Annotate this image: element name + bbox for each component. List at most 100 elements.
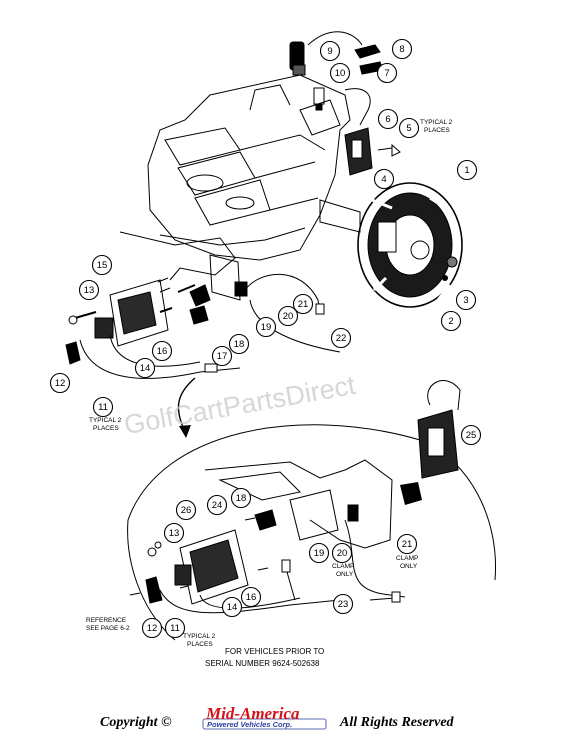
note-line: CLAMP — [396, 555, 418, 562]
callout-circle — [255, 316, 277, 338]
callout-number: 14 — [140, 363, 151, 374]
callout-24: 24 — [206, 494, 228, 516]
callout-number: 20 — [283, 311, 294, 322]
callout-7: 7 — [376, 62, 398, 84]
wiring-harness-lower — [159, 519, 406, 614]
callout-number: 17 — [217, 351, 228, 362]
callout-circle — [391, 38, 413, 60]
mount-bracket-upper — [119, 231, 241, 301]
detail-view-outline — [127, 424, 497, 641]
callout-number: 19 — [261, 322, 272, 333]
callout-circle — [230, 487, 252, 509]
callout-18: 18 — [228, 333, 250, 355]
callout-19: 19 — [308, 542, 330, 564]
callout-number: 13 — [169, 528, 180, 539]
callout-circle — [151, 340, 173, 362]
callout-3: 3 — [455, 289, 477, 311]
callout-circle — [319, 40, 341, 62]
callout-number: 13 — [84, 285, 95, 296]
note-reference: REFERENCE SEE PAGE 6-2 — [86, 617, 130, 632]
callout-circle — [175, 499, 197, 521]
watermark: GolfCartPartsDirect — [122, 370, 358, 440]
note-line: PLACES — [187, 641, 213, 648]
note-line: TYPICAL 2 — [183, 633, 216, 640]
callout-12: 12 — [49, 372, 71, 394]
callout-13: 13 — [163, 522, 185, 544]
callout-20: 20 — [277, 305, 299, 327]
logo-top-text: Mid-America — [205, 704, 300, 723]
view-arrow — [177, 377, 196, 438]
callout-circle — [221, 596, 243, 618]
callout-circle — [332, 593, 354, 615]
note-line: ONLY — [336, 571, 354, 578]
footer: Copyright © Mid-America Powered Vehicles… — [100, 704, 455, 730]
callout-circle — [455, 289, 477, 311]
note-clamp-21: CLAMP ONLY — [396, 555, 418, 570]
ignition-module-top — [344, 127, 401, 176]
callout-number: 21 — [298, 299, 309, 310]
note-typical-11-lower: TYPICAL 2 PLACES — [183, 633, 216, 648]
callout-15: 15 — [91, 254, 113, 276]
callout-circle — [292, 293, 314, 315]
callout-number: 25 — [466, 430, 477, 441]
callout-circle — [228, 333, 250, 355]
callout-6: 6 — [377, 108, 399, 130]
logo-bottom-text: Powered Vehicles Corp. — [207, 720, 292, 729]
fasteners — [129, 277, 269, 596]
callout-number: 15 — [97, 260, 108, 271]
callout-18: 18 — [230, 487, 252, 509]
serial-line: FOR VEHICLES PRIOR TO — [225, 647, 324, 656]
callout-circle — [277, 305, 299, 327]
callout-16: 16 — [240, 586, 262, 608]
note-line: PLACES — [424, 127, 450, 134]
flywheel — [319, 182, 463, 308]
copyright-text: Copyright © — [100, 715, 172, 730]
callout-number: 8 — [399, 44, 404, 55]
callout-circle — [373, 168, 395, 190]
note-line: ONLY — [400, 563, 418, 570]
callout-23: 23 — [332, 593, 354, 615]
callout-circle — [164, 617, 186, 639]
callout-number: 9 — [327, 46, 332, 57]
callout-number: 4 — [381, 174, 386, 185]
callout-number: 24 — [212, 500, 223, 511]
callout-circle — [376, 62, 398, 84]
callout-circle — [141, 617, 163, 639]
callout-11: 11 — [164, 617, 186, 639]
callout-8: 8 — [391, 38, 413, 60]
callout-circle — [211, 345, 233, 367]
callout-number: 11 — [170, 623, 180, 634]
callout-19: 19 — [255, 316, 277, 338]
solid-state-module-upper — [65, 279, 211, 365]
callout-circle — [240, 586, 262, 608]
serial-note: FOR VEHICLES PRIOR TO SERIAL NUMBER 9624… — [205, 647, 324, 668]
note-line: CLAMP — [332, 563, 354, 570]
callout-circle — [206, 494, 228, 516]
callout-number: 11 — [98, 402, 108, 413]
callout-number: 10 — [335, 68, 346, 79]
callout-number: 26 — [181, 505, 192, 516]
callout-number: 3 — [463, 295, 468, 306]
callout-circle — [308, 542, 330, 564]
engine-block — [147, 74, 351, 261]
callout-circle — [49, 372, 71, 394]
callout-21: 21 — [292, 293, 314, 315]
serial-line: SERIAL NUMBER 9624-502638 — [205, 659, 320, 668]
callout-circle — [329, 62, 351, 84]
note-typical-11: TYPICAL 2 PLACES — [89, 417, 122, 432]
callout-circle — [163, 522, 185, 544]
callout-circle — [456, 159, 478, 181]
callout-26: 26 — [175, 499, 197, 521]
callout-number: 16 — [157, 346, 168, 357]
callout-25: 25 — [460, 424, 482, 446]
callout-circle — [460, 424, 482, 446]
callout-number: 1 — [464, 165, 469, 176]
callout-circle — [330, 327, 352, 349]
callout-13: 13 — [78, 279, 100, 301]
callout-number: 5 — [406, 123, 411, 134]
callout-circle — [377, 108, 399, 130]
callout-14: 14 — [134, 357, 156, 379]
lower-engine-section — [204, 459, 393, 549]
note-line: SEE PAGE 6-2 — [86, 625, 130, 632]
